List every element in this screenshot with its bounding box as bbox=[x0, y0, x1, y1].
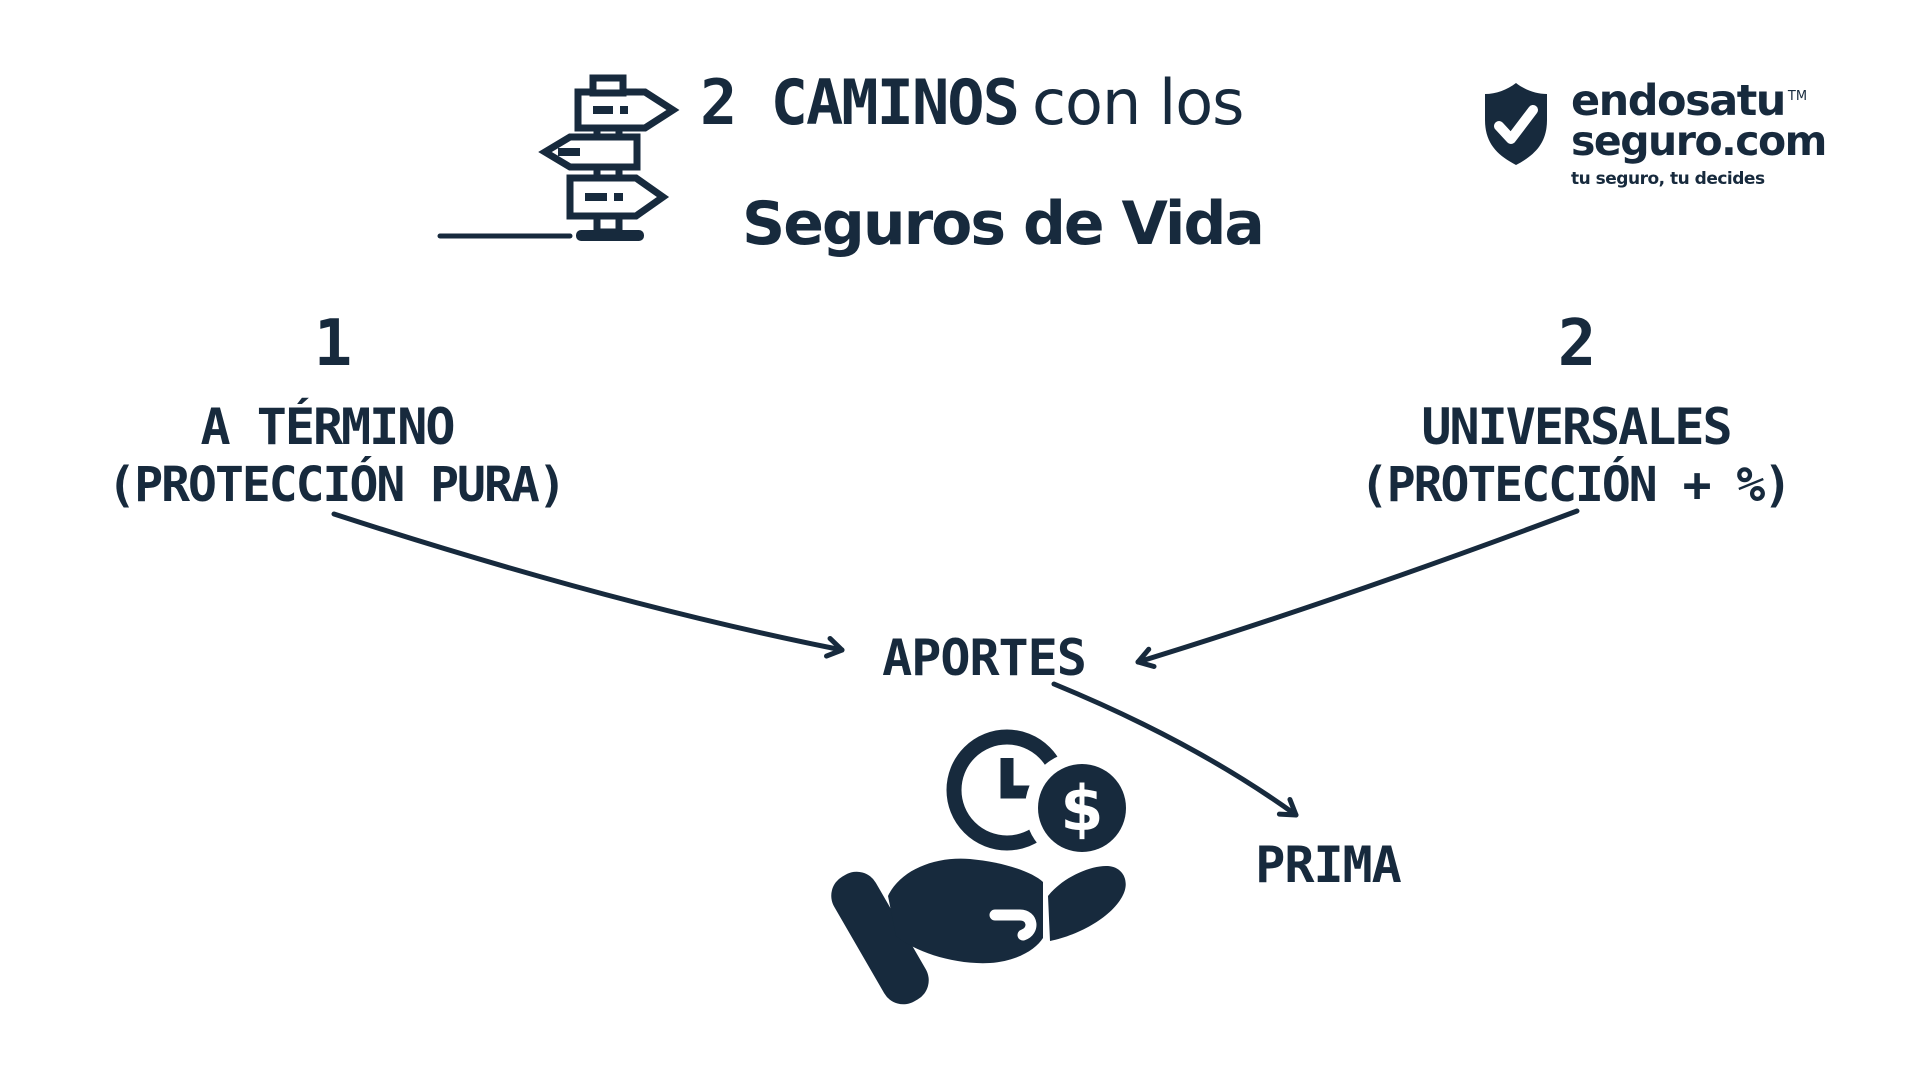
coin-icon bbox=[1038, 764, 1126, 852]
page-title-regular: con los bbox=[1031, 66, 1244, 139]
arrow-aportes-to-prima bbox=[1051, 681, 1299, 818]
hand-holding-clock-coin-icon: $ bbox=[831, 729, 1139, 1005]
logo-trademark: TM bbox=[1787, 88, 1808, 104]
hand-thumb bbox=[1048, 865, 1126, 941]
prima-label: PRIMA bbox=[1255, 836, 1402, 894]
arrow-option1-to-aportes bbox=[331, 511, 845, 659]
option-2-title: UNIVERSALES bbox=[1421, 398, 1732, 456]
page-subtitle: Seguros de Vida bbox=[742, 189, 1265, 259]
logo-name-top-text: endosatu bbox=[1571, 76, 1786, 126]
option-2-subtitle: (PROTECCIÓN + %) bbox=[1359, 457, 1792, 513]
clock-hands bbox=[1000, 758, 1036, 799]
aportes-label: APORTES bbox=[882, 629, 1087, 687]
option-1-title: A TÉRMINO bbox=[200, 398, 456, 456]
logo-name-bottom: seguro.com bbox=[1571, 117, 1827, 165]
hand-palm bbox=[888, 858, 1043, 964]
signpost-icon bbox=[437, 74, 680, 241]
arrow-option2-to-aportes bbox=[1135, 508, 1580, 669]
hand-cuff bbox=[831, 871, 929, 1005]
shield-check-icon bbox=[1485, 83, 1547, 165]
option-1-subtitle: (PROTECCIÓN PURA) bbox=[107, 457, 566, 513]
page-title-bold: 2 CAMINOS bbox=[700, 66, 1020, 139]
dollar-sign: $ bbox=[1060, 772, 1103, 845]
option-1-number: 1 bbox=[313, 307, 353, 381]
logo-tagline: tu seguro, tu decides bbox=[1571, 169, 1765, 189]
option-2-number: 2 bbox=[1557, 307, 1597, 381]
